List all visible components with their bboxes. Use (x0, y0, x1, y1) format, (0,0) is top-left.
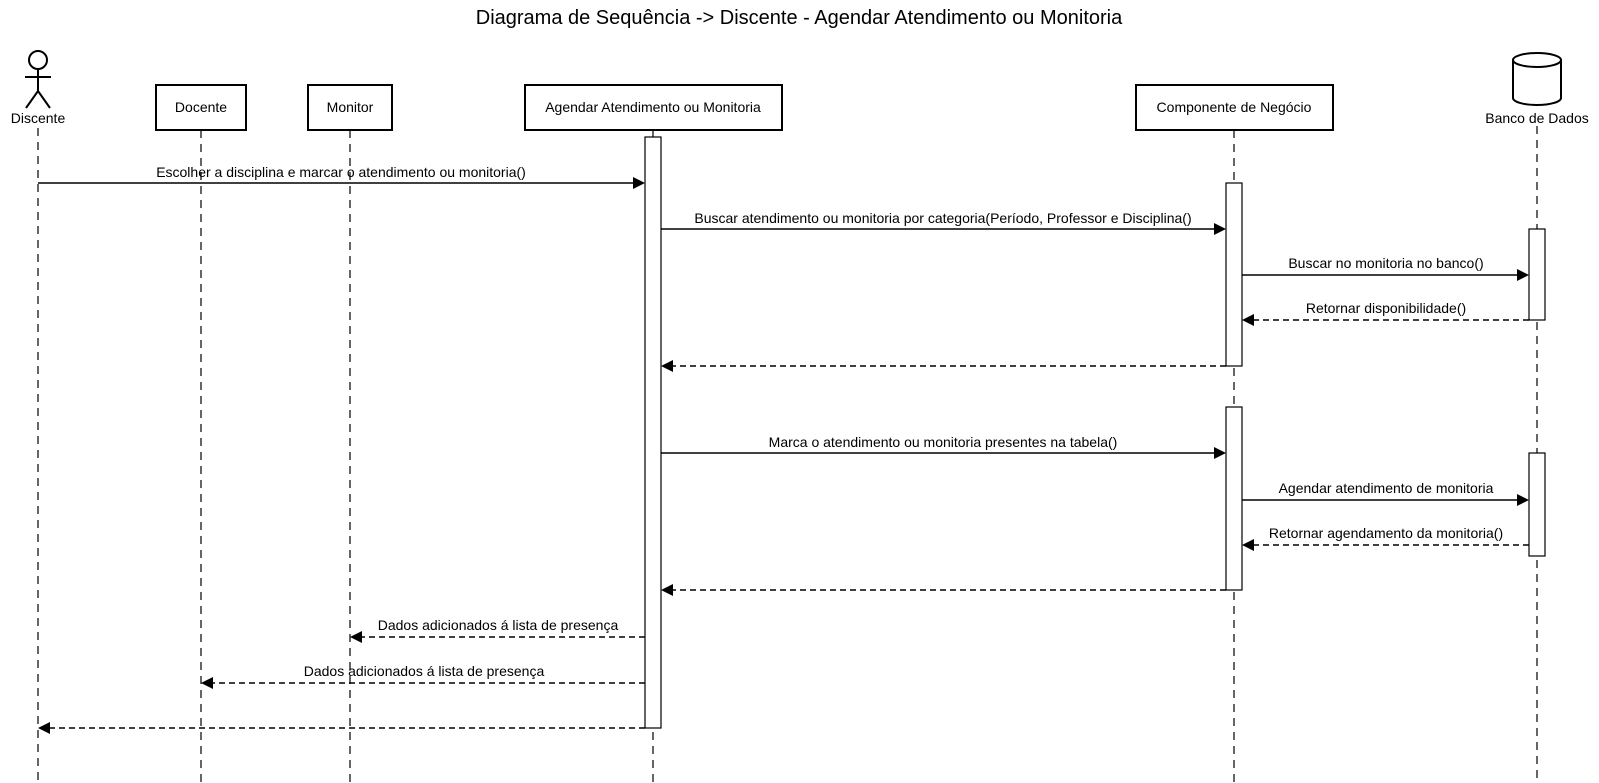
message-1: Escolher a disciplina e marcar o atendim… (38, 164, 645, 189)
message-5 (661, 360, 1226, 372)
message-label: Dados adicionados á lista de presença (304, 663, 545, 679)
arrowhead-icon (633, 177, 645, 189)
arrowhead-icon (350, 631, 362, 643)
participant-label-componente: Componente de Negócio (1157, 99, 1312, 115)
participant-label-agendar: Agendar Atendimento ou Monitoria (545, 99, 761, 115)
message-3: Buscar no monitoria no banco() (1242, 255, 1529, 281)
participant-label-discente: Discente (11, 110, 66, 126)
activation-componente-2 (1225, 406, 1243, 591)
arrowhead-icon (201, 677, 213, 689)
participant-label-docente: Docente (175, 99, 227, 115)
participant-docente: Docente (155, 84, 247, 131)
activation-banco-1 (1528, 228, 1546, 321)
participant-monitor: Monitor (307, 84, 393, 131)
message-4: Retornar disponibilidade() (1242, 300, 1529, 326)
participant-componente: Componente de Negócio (1135, 84, 1334, 131)
message-7: Agendar atendimento de monitoria (1242, 480, 1529, 506)
participant-label-banco: Banco de Dados (1485, 110, 1589, 126)
participant-agendar: Agendar Atendimento ou Monitoria (524, 84, 783, 131)
message-11: Dados adicionados á lista de presença (201, 663, 645, 689)
arrowhead-icon (1214, 447, 1226, 459)
message-label: Retornar agendamento da monitoria() (1269, 525, 1503, 541)
arrowhead-icon (38, 722, 50, 734)
message-label: Marca o atendimento ou monitoria present… (769, 434, 1118, 450)
message-label: Escolher a disciplina e marcar o atendim… (156, 164, 526, 180)
stick-figure-icon (25, 50, 51, 109)
arrowhead-icon (661, 360, 673, 372)
message-label: Dados adicionados á lista de presença (378, 617, 619, 633)
arrowhead-icon (1517, 269, 1529, 281)
activation-banco-2 (1528, 452, 1546, 557)
message-label: Retornar disponibilidade() (1306, 300, 1466, 316)
message-label: Buscar atendimento ou monitoria por cate… (694, 210, 1191, 226)
activation-componente-1 (1225, 182, 1243, 367)
message-label: Buscar no monitoria no banco() (1288, 255, 1483, 271)
message-6: Marca o atendimento ou monitoria present… (661, 434, 1226, 459)
message-12 (38, 722, 645, 734)
database-icon (1512, 52, 1562, 106)
message-2: Buscar atendimento ou monitoria por cate… (661, 210, 1226, 235)
diagram-title: Diagrama de Sequência -> Discente - Agen… (476, 7, 1123, 29)
message-label: Agendar atendimento de monitoria (1279, 480, 1494, 496)
message-10: Dados adicionados á lista de presença (350, 617, 645, 643)
arrowhead-icon (1214, 223, 1226, 235)
arrowhead-icon (1517, 494, 1529, 506)
message-8: Retornar agendamento da monitoria() (1242, 525, 1529, 551)
participant-banco: Banco de Dados (1485, 52, 1589, 126)
participant-label-monitor: Monitor (327, 99, 374, 115)
actor-discente: Discente (11, 50, 66, 126)
activation-agendar (644, 136, 662, 729)
arrowhead-icon (661, 584, 673, 596)
message-9 (661, 584, 1226, 596)
arrowhead-icon (1242, 539, 1254, 551)
arrowhead-icon (1242, 314, 1254, 326)
